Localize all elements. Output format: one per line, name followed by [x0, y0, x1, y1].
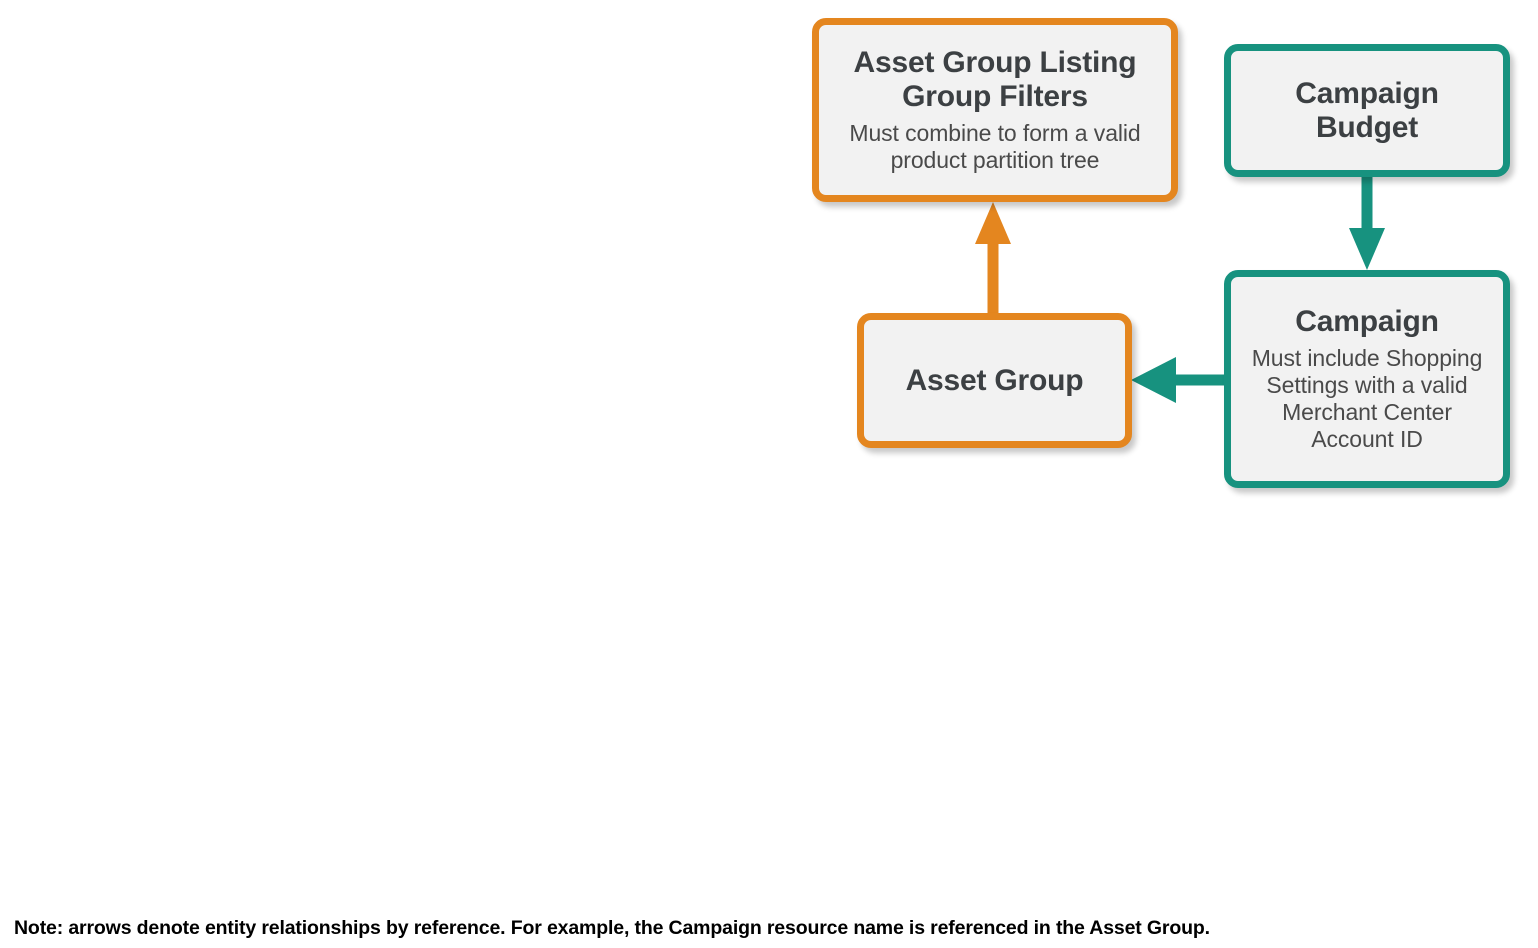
node-title: Asset Group Listing Group Filters — [853, 46, 1137, 114]
node-title: Asset Group — [905, 363, 1084, 397]
node-title: Campaign — [1295, 305, 1439, 339]
diagram-note: Note: arrows denote entity relationships… — [14, 917, 1210, 939]
edge-campaign-to-asset-group — [1131, 357, 1224, 403]
node-asset-group-listing-group-filters[interactable]: Asset Group Listing Group Filters Must c… — [812, 18, 1178, 202]
node-subtitle: Must combine to form a valid product par… — [849, 119, 1141, 173]
edge-asset-group-to-filters — [975, 202, 1011, 313]
node-title: Campaign Budget — [1295, 76, 1439, 144]
node-asset-group[interactable]: Asset Group — [857, 313, 1132, 448]
node-subtitle: Must include Shopping Settings with a va… — [1251, 345, 1483, 452]
node-campaign-budget[interactable]: Campaign Budget — [1224, 44, 1510, 177]
node-campaign[interactable]: Campaign Must include Shopping Settings … — [1224, 270, 1510, 488]
edge-budget-to-campaign — [1349, 177, 1385, 270]
